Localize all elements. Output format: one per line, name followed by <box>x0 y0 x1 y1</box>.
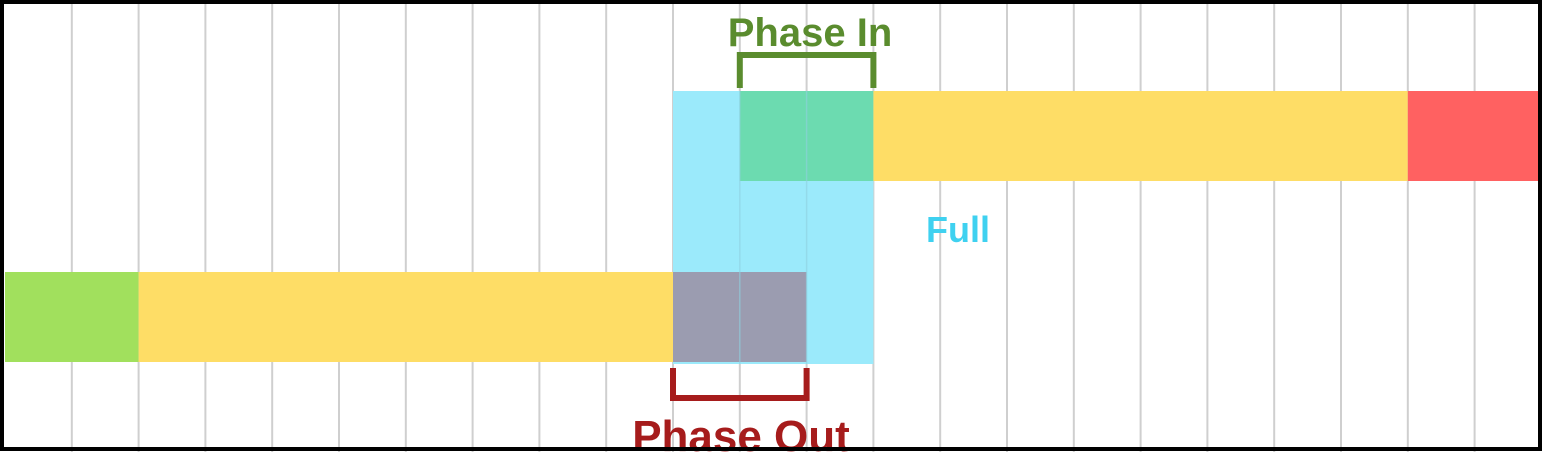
phase-out-bracket <box>670 368 810 401</box>
label-layer: Phase In Full Phase Out <box>632 11 990 452</box>
upper-active-segment <box>873 91 1408 181</box>
upper-retired-segment <box>1407 91 1542 181</box>
lower-active-segment <box>138 272 674 362</box>
phase-out-label: Phase Out <box>632 412 850 452</box>
phase-in-bracket <box>736 52 877 88</box>
lower-intro-segment <box>5 272 139 362</box>
bracket-layer <box>670 52 877 401</box>
phase-in-label: Phase In <box>728 11 893 55</box>
full-label: Full <box>926 209 990 250</box>
bar-layer <box>5 91 1542 364</box>
